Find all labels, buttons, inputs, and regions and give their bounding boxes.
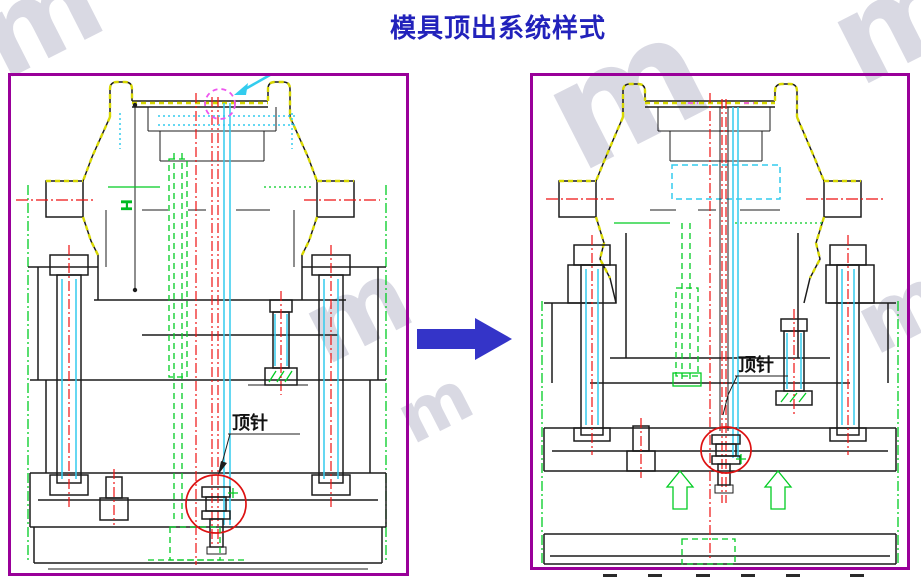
guide-pillar-right xyxy=(825,235,875,455)
ejector-pin-label: 顶针 xyxy=(232,412,268,434)
return-pin-bolt xyxy=(775,309,813,415)
center-lines xyxy=(614,93,822,561)
return-pin-bolt xyxy=(248,291,308,395)
figure-border xyxy=(8,73,409,576)
right-arrow-icon xyxy=(417,318,512,360)
center-lines xyxy=(108,93,314,565)
cover-hatch-yellow xyxy=(46,80,354,256)
ejector-pin-callout: 顶针 xyxy=(218,412,300,475)
transition-arrow xyxy=(415,316,515,366)
support-bolt xyxy=(626,418,656,478)
sprue-box-green xyxy=(681,538,736,565)
gate-highlight-circle xyxy=(204,88,236,120)
height-dimension: H xyxy=(117,102,138,293)
ejector-pin-detail xyxy=(711,434,746,494)
right-figure: 顶针 xyxy=(530,73,910,574)
guide-pillar-left xyxy=(567,235,617,455)
ejector-pin-callout: 顶针 xyxy=(722,354,788,416)
datum-lines-green xyxy=(541,301,899,565)
height-dim-label: H xyxy=(117,199,135,212)
ejector-pin-callout-circle xyxy=(185,474,247,534)
guide-pillar-left xyxy=(49,245,89,507)
mold-cover-outline xyxy=(45,81,355,300)
push-up-arrows xyxy=(665,469,793,510)
guide-pillar-right xyxy=(311,245,351,507)
cutoff-caption-fragment xyxy=(0,574,921,580)
page-title: 模具顶出系统样式 xyxy=(390,14,607,44)
figure-border xyxy=(530,73,910,570)
left-figure: H xyxy=(8,73,409,580)
sprue-box-green xyxy=(169,526,221,561)
ejector-pin-label: 顶针 xyxy=(738,354,774,376)
support-bolt xyxy=(99,469,129,525)
ejector-pin-callout-circle xyxy=(700,426,752,474)
gate-pointer-arrow xyxy=(234,73,271,95)
mold-base-plates xyxy=(28,266,387,570)
ejector-pin-detail xyxy=(201,486,238,555)
